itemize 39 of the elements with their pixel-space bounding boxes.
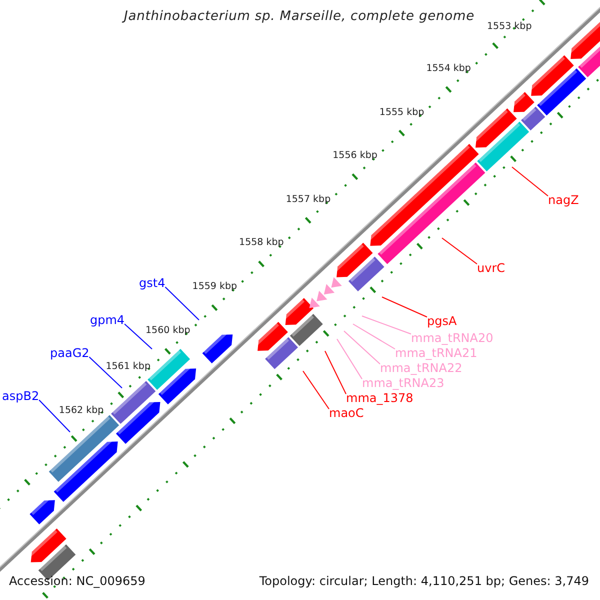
gene-label: mma_1378 bbox=[346, 391, 414, 405]
leader-line bbox=[38, 400, 70, 432]
scale-label: 1560 kbp bbox=[146, 324, 190, 337]
gene-label: maoC bbox=[329, 406, 364, 420]
leader-line bbox=[344, 330, 380, 364]
gene-label: mma_tRNA22 bbox=[380, 361, 462, 375]
scale-label: 1561 kbp bbox=[106, 361, 150, 374]
scale-label: 1558 kbp bbox=[239, 237, 284, 250]
gene-label: mma_tRNA21 bbox=[395, 346, 478, 360]
leader-line bbox=[362, 316, 412, 334]
gene-label: mma_tRNA23 bbox=[362, 376, 444, 390]
leader-line bbox=[336, 338, 362, 380]
scale-label: 1553 kbp bbox=[486, 21, 532, 34]
leader-line bbox=[352, 324, 396, 350]
leader-line bbox=[124, 324, 152, 350]
leader-line bbox=[442, 238, 478, 264]
scale-label: 1555 kbp bbox=[379, 106, 424, 119]
leader-line bbox=[512, 166, 548, 196]
gene-label: mma_tRNA20 bbox=[411, 331, 494, 345]
gene-label: nagZ bbox=[548, 193, 579, 207]
title: Janthinobacterium sp. Marseille, complete genome bbox=[124, 9, 474, 24]
leader-line bbox=[302, 370, 330, 410]
gene-label: aspB2 bbox=[2, 389, 40, 403]
scale-label: 1554 kbp bbox=[426, 62, 471, 75]
leader-line bbox=[164, 286, 200, 320]
leader-line bbox=[382, 296, 428, 318]
accession-text: Accession: NC_009659 bbox=[9, 574, 146, 588]
leader-line bbox=[88, 356, 122, 388]
scale-label: 1557 kbp bbox=[286, 194, 331, 206]
scale-label: 1562 kbp bbox=[58, 405, 104, 418]
scale-label: 1559 kbp bbox=[192, 281, 238, 294]
gene-label: gst4 bbox=[139, 276, 166, 290]
gene-label: paaG2 bbox=[50, 346, 90, 360]
scale-label: 1556 kbp bbox=[332, 150, 378, 162]
gene-label: pgsA bbox=[427, 314, 457, 328]
gene-label: gpm4 bbox=[90, 313, 125, 327]
genome-info-text: Topology: circular; Length: 4,110,251 bp; Genes: 3,749 bbox=[259, 574, 589, 588]
leader-line bbox=[324, 350, 346, 394]
gene-label: uvrC bbox=[477, 261, 506, 275]
